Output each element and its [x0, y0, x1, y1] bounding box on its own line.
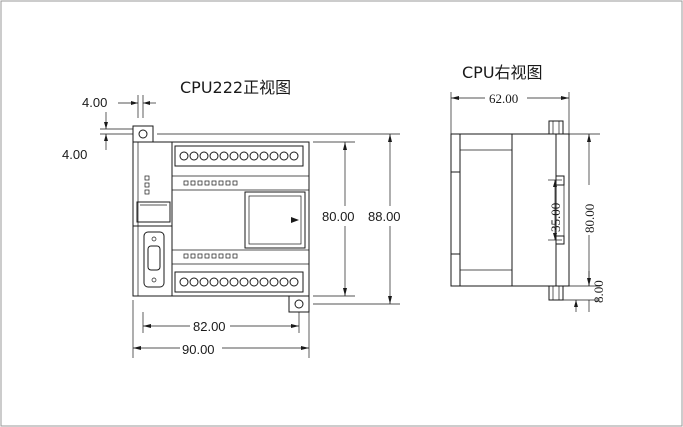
label-clip-offset: 8.00 [591, 280, 606, 303]
terminal-screws-bottom [179, 277, 299, 287]
dim-mount-height: 80.00 [313, 141, 355, 297]
label-hole-offset-y: 4.00 [62, 147, 87, 162]
label-body-height: 80.00 [582, 204, 597, 233]
mounting-hole-top [138, 129, 148, 139]
dim-depth: 62.00 [450, 91, 570, 134]
label-hole-offset-x: 4.00 [82, 95, 107, 110]
dim-hole-offset-x: 4.00 [82, 95, 156, 118]
label-rail-width: 35.00 [548, 203, 563, 232]
mode-switch [136, 201, 171, 223]
expansion-cover [244, 191, 306, 249]
front-view [132, 125, 310, 313]
front-view-title: CPU222正视图 [180, 78, 291, 97]
dim-rail-width: 35.00 [548, 179, 563, 241]
side-view-title: CPU右视图 [462, 63, 543, 82]
terminal-block-bottom [174, 271, 304, 293]
mounting-tab-top [132, 125, 154, 143]
label-mount-width: 82.00 [193, 319, 226, 334]
led-row-top [183, 180, 238, 186]
label-total-width: 90.00 [182, 342, 215, 357]
top-clip [548, 120, 564, 135]
dim-total-width: 90.00 [132, 300, 310, 358]
terminal-screws-top [179, 151, 299, 161]
dim-hole-offset-y: 4.00 [62, 112, 133, 162]
label-depth: 62.00 [489, 91, 518, 106]
terminal-block-top [174, 145, 304, 167]
cpu-body [132, 141, 310, 297]
mounting-hole-bottom [294, 299, 304, 309]
dim-body-height: 80.00 [569, 133, 600, 287]
bottom-clip [548, 285, 564, 301]
dim-total-height: 88.00 [157, 133, 401, 305]
label-mount-height: 80.00 [322, 209, 355, 224]
side-body [450, 133, 570, 287]
dim-clip-offset: 8.00 [563, 271, 606, 312]
mounting-tab-bottom [288, 295, 310, 313]
side-view [450, 120, 570, 301]
dim-mount-width: 82.00 [142, 312, 300, 334]
led-row-bottom [183, 253, 238, 259]
comm-port [143, 231, 165, 288]
label-total-height: 88.00 [368, 209, 401, 224]
